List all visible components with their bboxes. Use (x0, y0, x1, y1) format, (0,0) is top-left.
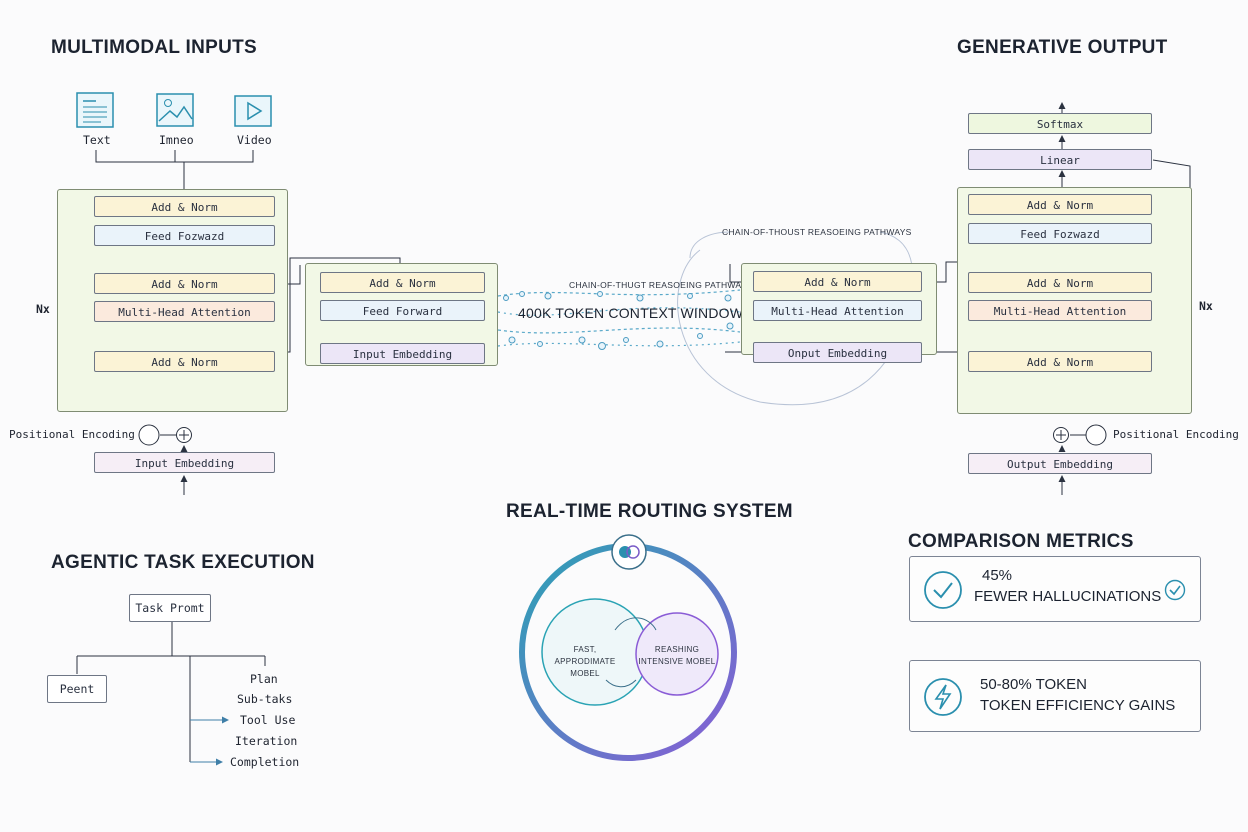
decoder-multi-head-attention: Multi-Head Attention (968, 300, 1152, 321)
text-document-icon (76, 92, 114, 128)
decoder-feed-forward: Feed Fozwazd (968, 223, 1152, 244)
checkmark-circle-icon (924, 571, 962, 609)
generative-output-title: GENERATIVE OUTPUT (957, 37, 1168, 58)
metric-hallucinations-value: 45% (982, 567, 1013, 584)
lightning-bolt-icon (924, 678, 962, 716)
metric-hallucinations-label: FEWER HALLUCINATIONS (974, 588, 1162, 605)
decoder-add-norm-mid: Add & Norm (968, 272, 1152, 293)
small-check-icon (1164, 579, 1186, 601)
metric-token-value: 50-80% TOKEN (980, 676, 1087, 693)
encoder-nx-label: Nx (36, 302, 50, 316)
decoder-linear: Linear (968, 149, 1152, 170)
positional-encoding-add-icon (138, 424, 192, 446)
mid-left-add-norm: Add & Norm (320, 272, 485, 293)
fast-model-label: FAST, APPRODIMATE MOBEL (554, 645, 616, 678)
image-icon (156, 93, 194, 127)
agentic-execution-title: AGENTIC TASK EXECUTION (51, 552, 315, 573)
metric-card-token-efficiency: 50-80% TOKEN TOKEN EFFICIENCY GAINS (909, 660, 1201, 732)
mid-right-multi-head-attention: Multi-Head Attention (753, 300, 922, 321)
decoder-add-norm-bottom: Add & Norm (968, 351, 1152, 372)
token-context-window-label: 400K TOKEN CONTEXT WINDOW (518, 305, 744, 321)
task-prompt-node: Task Promt (129, 594, 211, 622)
metric-card-hallucinations: 45% FEWER HALLUCINATIONS (909, 556, 1201, 622)
decoder-softmax: Softmax (968, 113, 1152, 134)
mid-right-add-norm: Add & Norm (753, 271, 922, 292)
routing-system-title: REAL-TIME ROUTING SYSTEM (506, 501, 793, 522)
agentic-step-subtasks: Sub-taks (237, 692, 293, 706)
encoder-feed-forward: Feed Fozwazd (94, 225, 275, 246)
metric-token-label: TOKEN EFFICIENCY GAINS (980, 697, 1176, 714)
parent-node: Peent (47, 675, 107, 703)
mid-left-input-embedding: Input Embedding (320, 343, 485, 364)
routing-toggle-icon (611, 534, 647, 570)
video-play-icon (234, 95, 272, 127)
mid-right-output-embedding: Onput Embedding (753, 342, 922, 363)
comparison-metrics-title: COMPARISON METRICS (908, 531, 1134, 552)
decoder-positional-add-icon (1053, 424, 1107, 446)
agentic-step-tool-use: Tool Use (240, 713, 296, 727)
decoder-nx-label: Nx (1199, 299, 1213, 313)
encoder-add-norm-bottom: Add & Norm (94, 351, 275, 372)
encoder-positional-encoding-label: Positional Encoding (9, 428, 135, 441)
decoder-positional-encoding-label: Positional Encoding (1113, 428, 1239, 441)
mid-left-feed-forward: Feed Forward (320, 300, 485, 321)
cot-pathways-top-label: CHAIN-OF-THOUST REASOEING PATHWAYS (722, 227, 912, 237)
cot-pathways-mid-label: CHAIN-OF-THUGT REASOEING PATHWAYS (569, 280, 753, 290)
encoder-add-norm-mid: Add & Norm (94, 273, 275, 294)
input-video-label: Video (237, 133, 272, 147)
encoder-multi-head-attention: Multi-Head Attention (94, 301, 275, 322)
encoder-input-embedding: Input Embedding (94, 452, 275, 473)
multimodal-inputs-title: MULTIMODAL INPUTS (51, 37, 257, 58)
agentic-step-plan: Plan (250, 672, 278, 686)
agentic-step-iteration: Iteration (235, 734, 298, 748)
input-text-label: Text (83, 133, 111, 147)
decoder-add-norm-top: Add & Norm (968, 194, 1152, 215)
reasoning-model-label: REASHING INTENSIVE MOBEL (638, 645, 716, 666)
agentic-step-completion: Completion (230, 755, 300, 769)
decoder-output-embedding: Output Embedding (968, 453, 1152, 474)
encoder-add-norm-top: Add & Norm (94, 196, 275, 217)
input-image-label: Imneo (159, 133, 194, 147)
